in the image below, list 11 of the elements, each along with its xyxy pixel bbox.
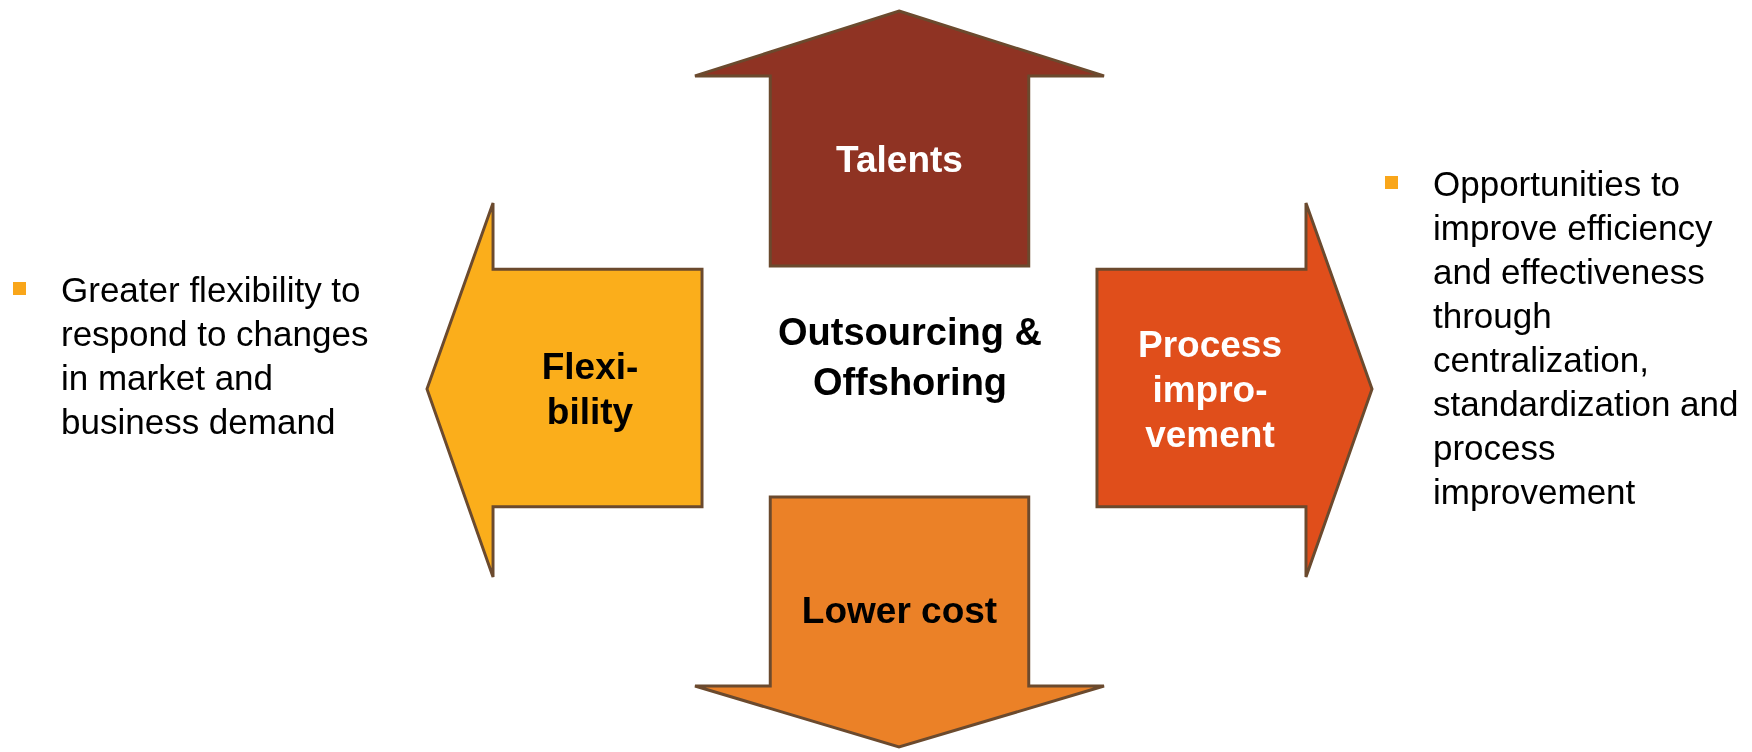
center-title: Outsourcing & Offshoring (777, 310, 1043, 405)
bullet-text: Greater flexibility to respond to changes in market and business demand (61, 269, 370, 443)
bullet-text: Opportunities to improve efficiency and effectiveness through centralization, standardization and process improvement (1433, 163, 1740, 513)
arrow-label: Lower cost (801, 588, 998, 633)
block-arrow (693, 9, 1106, 268)
arrow-label: Flexi- bility (540, 345, 640, 434)
block-arrow (693, 495, 1106, 749)
arrow-label: Talents (836, 137, 963, 182)
block-arrow (1095, 201, 1374, 579)
block-arrow (425, 201, 704, 579)
arrow-label: Process impro- vement (1137, 322, 1283, 457)
